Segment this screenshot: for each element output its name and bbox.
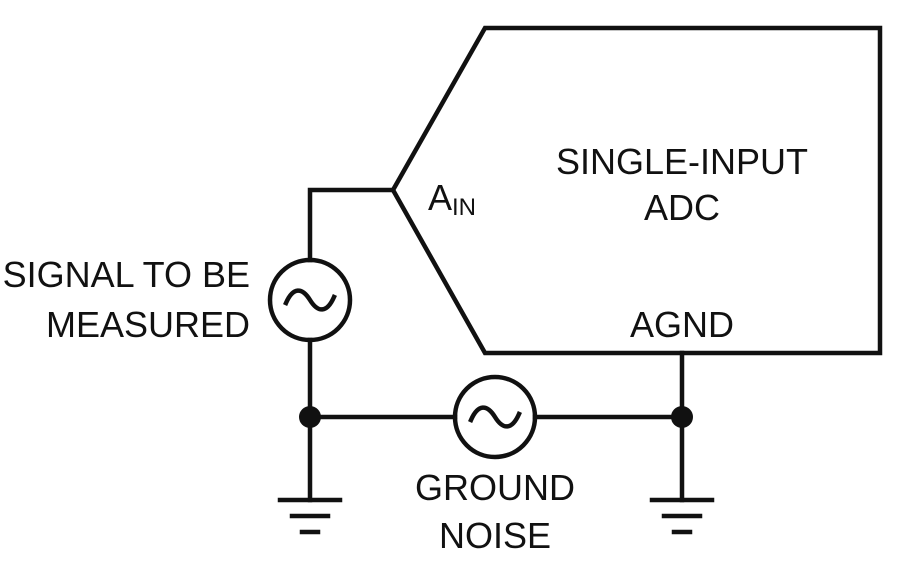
agnd-pin-label: AGND xyxy=(630,304,734,345)
adc-title-line1: SINGLE-INPUT xyxy=(556,141,808,182)
left-junction-dot-icon xyxy=(299,406,321,428)
right-ground-symbol-icon xyxy=(649,497,715,535)
noise-label-line1: GROUND xyxy=(415,467,575,508)
right-junction-dot-icon xyxy=(671,406,693,428)
ain-pin-sub: IN xyxy=(452,194,476,221)
noise-label-line2: NOISE xyxy=(439,515,551,556)
left-ground-symbol-icon xyxy=(277,497,343,535)
input-wire xyxy=(307,187,396,263)
signal-source-icon xyxy=(267,257,353,343)
adc-title-line2: ADC xyxy=(644,187,720,228)
ain-pin-main: A xyxy=(428,177,452,218)
signal-label-line1: SIGNAL TO BE xyxy=(3,254,250,295)
ground-noise-source-icon xyxy=(452,374,538,460)
ain-pin-label: AIN xyxy=(428,177,476,221)
signal-label-line2: MEASURED xyxy=(46,304,250,345)
